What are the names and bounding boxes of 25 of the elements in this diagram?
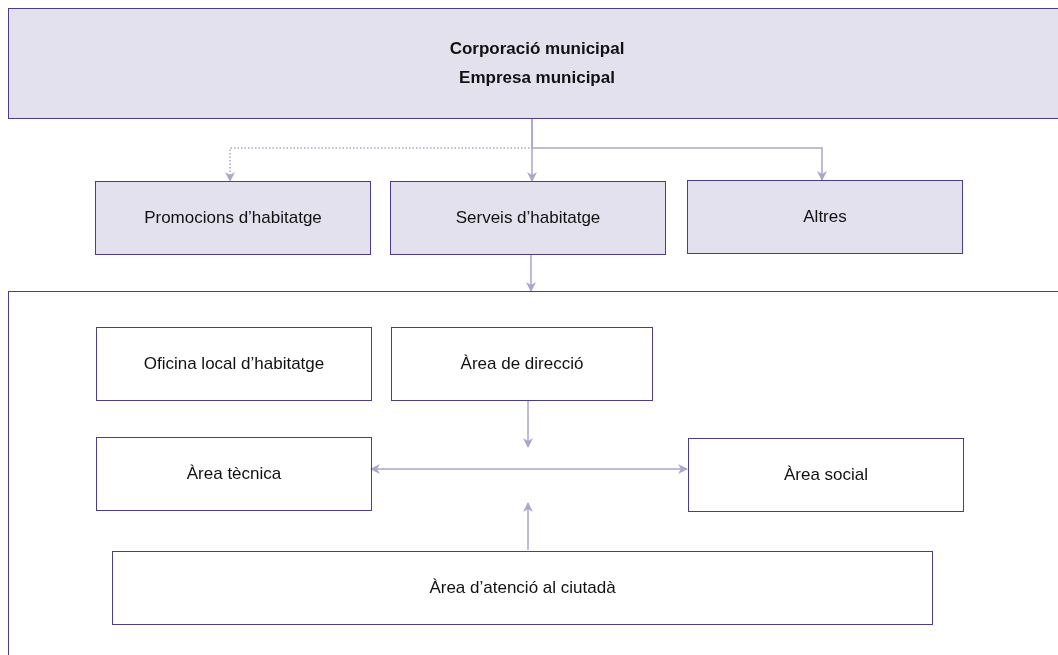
area-box — [96, 437, 372, 511]
box-label: Oficina local d’habitatge — [143, 353, 325, 375]
box-label: Àrea social — [783, 464, 869, 486]
header-box — [8, 8, 1058, 119]
org-box — [95, 181, 371, 255]
area-box — [391, 327, 653, 401]
box-label: Empresa municipal — [459, 67, 615, 88]
arrow — [526, 254, 536, 292]
area-box — [96, 327, 372, 401]
box-label: Altres — [803, 206, 847, 228]
arrow — [523, 502, 533, 551]
arrow — [370, 464, 688, 474]
box-label: Àrea tècnica — [186, 463, 282, 485]
arrow — [523, 399, 533, 448]
arrow — [531, 118, 827, 181]
org-box — [390, 181, 666, 255]
container-frame — [8, 291, 1058, 655]
box-label: Corporació municipal — [449, 39, 625, 60]
area-box — [688, 438, 964, 512]
box-label: Àrea d’atenció al ciutadà — [429, 577, 616, 599]
box-label: Serveis d’habitatge — [455, 207, 601, 229]
area-box — [112, 551, 933, 625]
box-label: Promocions d’habitatge — [144, 207, 322, 229]
org-box — [687, 180, 963, 254]
box-label: Àrea de direcció — [460, 353, 584, 375]
